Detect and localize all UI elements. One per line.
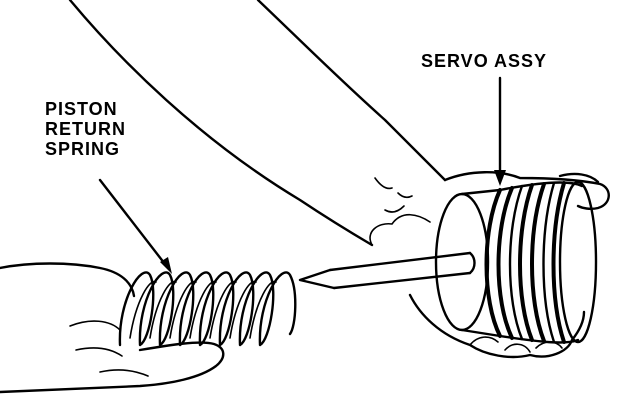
upper-arm <box>68 0 447 247</box>
piston-return-spring <box>118 271 297 347</box>
piston-label-line-1: PISTON <box>45 99 118 119</box>
servo-assembly <box>298 180 598 344</box>
piston-label-line-2: RETURN <box>45 119 126 139</box>
leader-lines <box>98 76 506 274</box>
piston-return-spring-label: PISTON RETURN SPRING <box>45 99 126 159</box>
left-hand <box>0 262 225 394</box>
piston-label-line-3: SPRING <box>45 139 121 159</box>
servo-assy-label: SERVO ASSY <box>421 51 548 71</box>
